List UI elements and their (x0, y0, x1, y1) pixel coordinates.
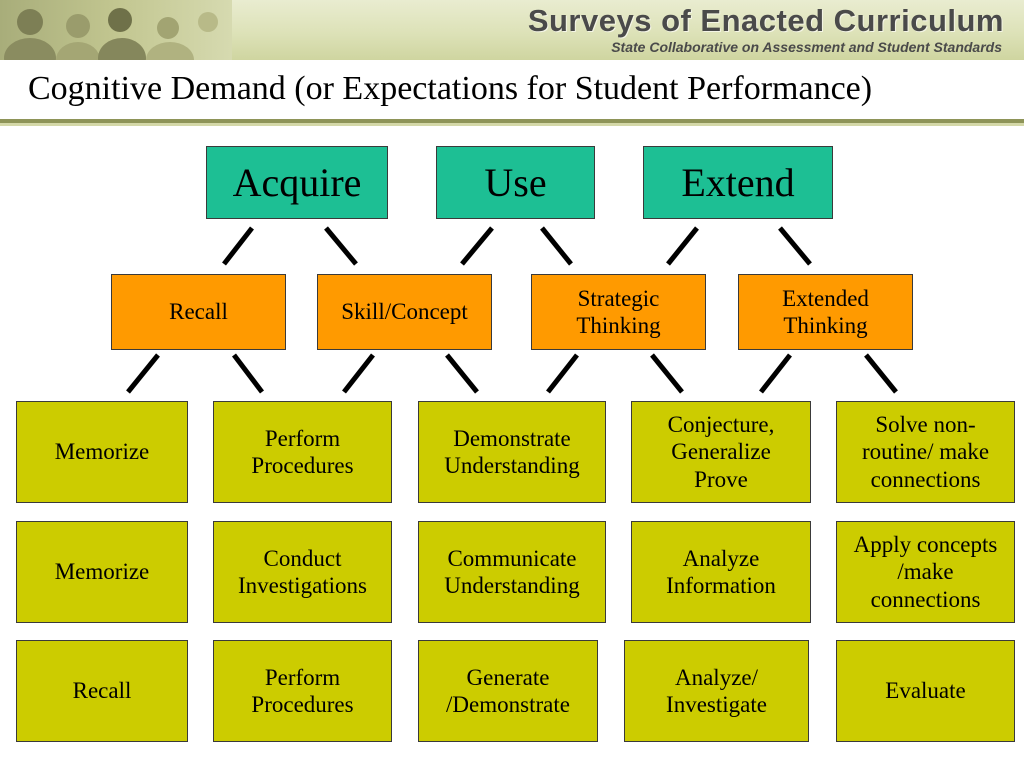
leaf-box-r3-c3: Generate /Demonstrate (418, 640, 598, 742)
connector-skill-left (342, 353, 375, 394)
connector-acquire-skill (324, 226, 358, 266)
strategic-thinking-box: Strategic Thinking (531, 274, 706, 350)
connector-strategic-left (546, 353, 579, 394)
leaf-box-r3-c4: Analyze/ Investigate (624, 640, 809, 742)
students-photo (0, 0, 232, 60)
leaf-box-r2-c4: Analyze Information (631, 521, 811, 623)
connector-recall-left (126, 353, 160, 394)
recall-box: Recall (111, 274, 286, 350)
leaf-box-r2-c5: Apply concepts /make connections (836, 521, 1015, 623)
leaf-box-r2-c1: Memorize (16, 521, 188, 623)
connector-recall-right (232, 353, 264, 394)
banner-subtitle: State Collaborative on Assessment and St… (611, 39, 1002, 55)
extended-thinking-box: Extended Thinking (738, 274, 913, 350)
leaf-box-r3-c1: Recall (16, 640, 188, 742)
connector-extended-right (864, 353, 898, 394)
extend-box: Extend (643, 146, 833, 219)
connector-skill-right (445, 353, 479, 394)
leaf-box-r2-c2: Conduct Investigations (213, 521, 392, 623)
banner-title: Surveys of Enacted Curriculum (527, 3, 1004, 38)
leaf-box-r1-c3: Demonstrate Understanding (418, 401, 606, 503)
header-banner: Surveys of Enacted Curriculum State Coll… (0, 0, 1024, 60)
connector-acquire-recall (222, 226, 254, 266)
connector-extend-extended (778, 226, 812, 266)
leaf-box-r2-c3: Communicate Understanding (418, 521, 606, 623)
leaf-box-r1-c5: Solve non- routine/ make connections (836, 401, 1015, 503)
page-title: Cognitive Demand (or Expectations for St… (28, 70, 873, 107)
leaf-box-r3-c5: Evaluate (836, 640, 1015, 742)
connector-strategic-right (650, 353, 684, 394)
acquire-box: Acquire (206, 146, 388, 219)
connector-extend-strategic (666, 226, 699, 266)
connector-use-skill (460, 226, 494, 266)
leaf-box-r1-c2: Perform Procedures (213, 401, 392, 503)
leaf-box-r1-c1: Memorize (16, 401, 188, 503)
title-divider (0, 119, 1024, 123)
connector-use-strategic (540, 226, 573, 266)
leaf-box-r1-c4: Conjecture, Generalize Prove (631, 401, 811, 503)
skill-concept-box: Skill/Concept (317, 274, 492, 350)
use-box: Use (436, 146, 595, 219)
title-divider-light (0, 123, 1024, 126)
leaf-box-r3-c2: Perform Procedures (213, 640, 392, 742)
connector-extended-left (759, 353, 792, 394)
